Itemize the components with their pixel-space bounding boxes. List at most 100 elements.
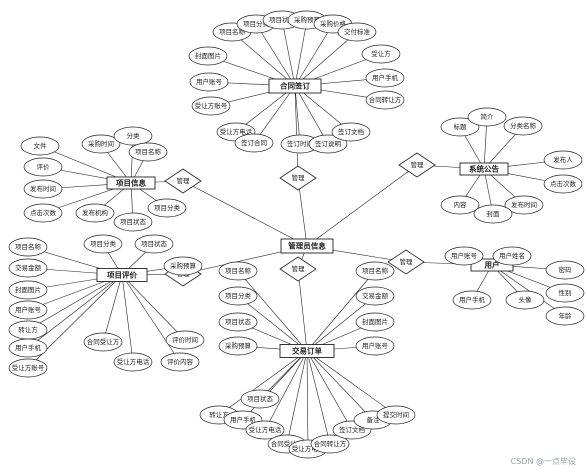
attribute-contract-16: 合同转让方	[365, 90, 405, 110]
attribute-label-user-4: 年龄	[559, 311, 573, 320]
attribute-deal_order-17: 项目状态	[240, 389, 280, 409]
attribute-label-contract-4: 采购价格	[320, 19, 347, 28]
attribute-label-project_eval-12: 评价内容	[167, 357, 194, 366]
attribute-contract-10: 签订合同	[234, 133, 274, 153]
attribute-project_eval-7: 项目分类	[83, 234, 123, 254]
entity-label-project_info: 项目信息	[116, 178, 146, 188]
attribute-project_info-4: 发布机构	[75, 203, 115, 223]
relationship-label-deal_order: 管理	[292, 264, 306, 273]
edge-attr-contract-2	[281, 19, 296, 87]
attribute-label-deal_order-10: 受让方电话	[249, 425, 282, 434]
attribute-label-deal_order-9: 用户手机	[230, 415, 257, 424]
attribute-notice-3: 发布人	[543, 150, 583, 170]
edge-attr-deal_order-5	[306, 295, 376, 352]
edge-attr-project_eval-11	[121, 274, 134, 363]
attribute-label-deal_order-2: 项目状态	[225, 317, 252, 326]
attribute-contract-5: 交付标准	[337, 22, 377, 42]
attribute-label-notice-3: 发布人	[553, 155, 573, 164]
attribute-contract-8: 受让方账号	[191, 96, 231, 116]
attribute-label-user-6: 用户手机	[459, 295, 486, 304]
edge-attr-contract-0	[231, 31, 296, 87]
attribute-label-project_eval-5: 用户手机	[15, 343, 42, 352]
attribute-label-deal_order-12: 受让方电话	[292, 444, 325, 453]
attribute-project_info-9: 项目状态	[113, 212, 153, 232]
edge-attr-deal_order-12	[306, 350, 309, 450]
attribute-label-contract-0: 项目名称	[219, 27, 246, 36]
edge-attr-deal_order-0	[237, 270, 308, 352]
edge-admin-project_info	[182, 180, 308, 247]
attribute-label-deal_order-6: 封面图片	[362, 317, 388, 326]
attribute-deal_order-6: 封面图片	[355, 312, 395, 332]
attribute-user-1: 用户姓名	[492, 246, 532, 266]
attribute-label-project_eval-7: 项目分类	[90, 239, 117, 248]
attribute-notice-0: 标题	[440, 117, 480, 137]
attribute-deal_order-1: 项目分类	[218, 286, 258, 306]
attribute-label-notice-7: 内容	[454, 200, 468, 209]
attribute-label-deal_order-1: 项目分类	[225, 291, 252, 300]
attribute-label-project_info-3: 点击次数	[30, 208, 57, 217]
attribute-project_info-5: 采购时间	[81, 134, 121, 154]
entity-label-project_eval: 项目评价	[107, 271, 137, 280]
attribute-label-deal_order-13: 合同转让方	[314, 439, 347, 448]
attribute-notice-7: 内容	[440, 195, 480, 215]
edge-attr-project_eval-12	[121, 274, 181, 363]
attribute-notice-6: 封面	[473, 204, 513, 224]
edge-rel-contract	[294, 85, 299, 179]
attribute-project_info-0: 文件	[20, 136, 60, 156]
attribute-label-deal_order-4: 项目名称	[362, 266, 389, 275]
attribute-label-contract-9: 受让方电话	[220, 127, 253, 136]
attribute-project_info-1: 评价	[23, 157, 63, 177]
attribute-label-contract-3: 采购预算	[294, 15, 321, 24]
attribute-project_info-8: 项目分类	[147, 198, 187, 218]
attribute-label-project_info-1: 评价	[37, 163, 51, 171]
edge-attr-deal_order-8	[218, 350, 308, 416]
attribute-contract-7: 用户账号	[189, 72, 229, 92]
attribute-deal_order-2: 项目状态	[218, 312, 258, 332]
relationship-deal_order: 管理	[279, 256, 317, 282]
edge-attr-contract-10	[253, 85, 296, 144]
edge-attr-deal_order-4	[306, 270, 376, 352]
entity-label-contract: 合同签订	[280, 81, 310, 91]
attribute-project_eval-11: 受让方电话	[113, 352, 153, 372]
attribute-label-user-1: 用户姓名	[499, 251, 525, 260]
edge-attr-project_eval-5	[27, 274, 123, 349]
attribute-label-project_info-2: 发布时间	[30, 184, 56, 193]
attribute-project_info-7: 项目名称	[128, 142, 168, 162]
attribute-notice-2: 分类名称	[503, 116, 543, 136]
attribute-user-2: 密码	[545, 260, 585, 280]
attribute-notice-1: 简介	[467, 107, 507, 127]
attribute-label-notice-5: 发布时间	[511, 200, 537, 209]
attribute-label-deal_order-11: 合同受让方	[271, 439, 304, 448]
edge-attr-deal_order-1	[237, 295, 308, 352]
attribute-label-notice-6: 封面	[487, 209, 501, 218]
attribute-user-4: 年龄	[545, 306, 585, 326]
attribute-label-deal_order-8: 转让方	[209, 410, 229, 419]
attribute-project_eval-2: 封面图片	[8, 280, 48, 300]
relationship-project_info: 管理	[164, 168, 202, 194]
attribute-label-project_eval-8: 项目状态	[141, 239, 168, 248]
edge-attr-contract-5	[294, 31, 358, 87]
attribute-project_eval-12: 评价内容	[160, 352, 200, 372]
edge-attr-contract-1	[255, 23, 296, 87]
relationship-label-project_info: 管理	[177, 176, 191, 185]
edge-attr-deal_order-14	[306, 350, 353, 431]
attribute-project_info-6: 分类	[113, 126, 153, 146]
attribute-deal_order-5: 交易金额	[355, 286, 395, 306]
attribute-label-project_eval-1: 交易金额	[15, 263, 42, 272]
attribute-label-project_eval-13: 评价时间	[172, 335, 198, 344]
attribute-label-project_info-0: 文件	[34, 141, 48, 150]
edge-rel-deal_order	[297, 268, 308, 352]
attribute-label-deal_order-17: 项目状态	[247, 394, 274, 403]
attribute-label-contract-16: 合同转让方	[369, 95, 402, 104]
attribute-project_eval-4: 转让方	[8, 320, 48, 340]
attribute-label-project_info-9: 项目状态	[120, 217, 147, 226]
relationship-user: 管理	[387, 249, 425, 275]
attribute-notice-5: 发布时间	[504, 195, 544, 215]
relationship-label-notice: 管理	[411, 160, 425, 169]
attribute-label-deal_order-0: 项目名称	[225, 266, 252, 275]
attribute-deal_order-13: 合同转让方	[310, 434, 350, 454]
attribute-label-contract-10: 签订合同	[241, 138, 267, 147]
